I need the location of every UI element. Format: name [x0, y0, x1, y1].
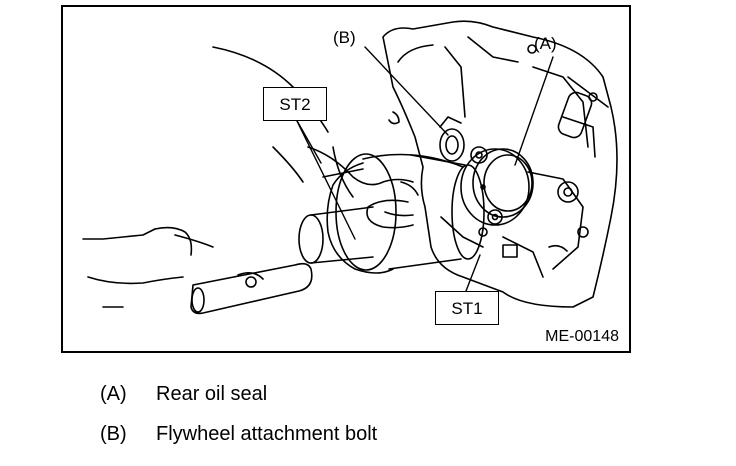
rear-oil-seal [460, 146, 534, 226]
st1-label: ST1 [435, 291, 499, 325]
illustration-frame: ST2 ST1 (B) (A) ME-00148 [61, 5, 631, 353]
st1-installer [362, 153, 485, 270]
engine-block [382, 20, 618, 308]
callout-a: (A) [534, 34, 557, 53]
flywheel-bolt [439, 116, 465, 162]
st2-label: ST2 [263, 87, 327, 121]
seal-leader [514, 56, 554, 166]
st2-leader-2 [295, 118, 356, 240]
callout-b: (B) [333, 28, 356, 47]
hammer [190, 262, 313, 315]
legend-text: Flywheel attachment bolt [156, 423, 378, 445]
legend-item: (A) Rear oil seal [100, 384, 267, 404]
left-hand [82, 226, 214, 308]
legend-key: (B) [100, 423, 127, 445]
legend-text: Rear oil seal [156, 383, 268, 405]
figure-id: ME-00148 [545, 328, 619, 345]
legend-key: (A) [100, 383, 127, 405]
st2-driver [298, 153, 397, 274]
leader-lines [295, 46, 554, 292]
st1-leader [465, 254, 481, 292]
bolt-leader [364, 46, 449, 136]
legend-item: (B) Flywheel attachment bolt [100, 424, 377, 444]
installation-drawing [82, 20, 618, 315]
right-hand [212, 46, 419, 229]
